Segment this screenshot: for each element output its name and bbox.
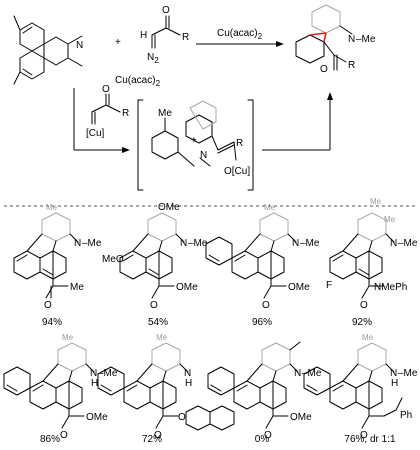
ex3-label-me: Me [264,203,276,212]
ex3-label-ome: OMe [288,282,310,293]
ex4-label-me: Me [370,197,382,206]
ex5-label-n: N [90,368,97,379]
plus-sign: + [115,37,121,48]
up-arrow-path [262,92,333,151]
example-5: Me N H –Me O OMe [3,333,118,441]
ex1-label-nme: –Me [82,238,102,249]
example-6: Me N H O O [97,333,235,441]
ex6-yield: 72% [142,434,162,445]
zwitterion-intermediate [151,100,237,167]
diazo-o-label: O [162,5,170,16]
acridine-n-label: N [76,40,83,51]
copper-carbene [91,93,121,125]
ex7-label-ome: OMe [290,412,312,423]
ex6-label-n: N [184,368,191,379]
ex2-label-meo: MeO [102,254,124,265]
ex7-label-n: N [294,368,301,379]
example-3: Me N –Me O OMe [205,203,320,311]
example-8: Me N H –Me O Ph [303,333,418,441]
ex2-label-n: N [180,238,187,249]
example-2: OMe MeO N –Me O OMe [102,202,208,311]
ex1-label-o: O [44,300,52,311]
product-general [295,4,353,71]
ex5-label-nme: –Me [98,368,118,379]
ex5-label-ome: OMe [86,412,108,423]
intermediate-me-label: Me [158,108,172,119]
product-o-label: O [320,64,328,75]
ex4-label-f: F [326,280,332,291]
ex5-label-me: Me [62,333,74,342]
down-arrow-path [73,88,130,153]
ex8-label-o: O [360,430,368,441]
product-nme-label: –Me [356,34,376,45]
ex3-yield: 96% [252,317,272,328]
ex6-label-h: H [185,378,192,389]
ex8-label-ph: Ph [400,410,412,421]
ex6-label-o: O [154,430,162,441]
ex7-label-nme: –Me [302,368,322,379]
product-n-label: N [348,34,355,45]
mid-catalyst-label: Cu(acac)2 [115,75,161,88]
ex2-yield: 54% [148,317,168,328]
carbene-cu-label: [Cu] [86,128,105,139]
ex4-yield: 92% [352,317,372,328]
starting-acridine [13,15,83,85]
ex7-label-o: O [264,430,272,441]
ex4-label-me2: Me [384,215,396,224]
ex1-label-me: Me [46,203,58,212]
intermediate-n-label: N [200,150,207,161]
ex2-label-ome: OMe [176,282,198,293]
carbene-r-label: R [122,108,129,119]
ex8-yield: 76%, dr 1:1 [344,434,396,445]
intermediate-ocu-label: O[Cu] [224,166,250,177]
ex4-label-n: N [390,238,397,249]
diazo-r-label: R [182,32,189,43]
top-arrow [196,41,284,47]
ex1-yield: 94% [42,317,62,328]
intermediate-plus-label: + [191,135,197,146]
ex3-label-o: O [262,300,270,311]
example-1: Me N –Me Me O [13,203,102,311]
ex1-label-n: N [74,238,81,249]
ex8-label-nme: –Me [398,368,418,379]
ex6-label-me: Me [156,333,168,342]
ex1-label-me2: Me [70,282,84,293]
intermediate-bracket [137,99,254,191]
diazo-reagent [151,15,181,49]
diazo-n2-label: N2 [147,52,159,65]
example-7: N –Me O OMe [207,341,322,441]
ex5-label-h: H [91,378,98,389]
carbene-o-label: O [102,84,110,95]
ex6-label-o2: O [178,412,186,423]
ex4-label-nme: –Me [398,238,418,249]
ex3-label-nme: –Me [300,238,320,249]
example-4: Me Me N –Me F NMePh O [326,197,418,311]
ex2-label-ome-top: OMe [158,202,180,213]
intermediate-r-label: R [236,138,243,149]
ex2-label-nme: –Me [188,238,208,249]
ex5-label-o: O [60,430,68,441]
ex8-label-n: N [390,368,397,379]
ex5-yield: 86% [40,434,60,445]
ex7-yield: 0% [255,434,270,445]
ex4-label-o: O [360,300,368,311]
ex2-label-o: O [150,300,158,311]
ex4-label-nmeph: NMePh [374,282,407,293]
top-catalyst-label: Cu(acac)2 [217,28,263,41]
ex8-label-me: Me [362,333,374,342]
ex3-label-n: N [292,238,299,249]
ex8-label-h: H [391,378,398,389]
diazo-h-label: H [140,30,147,41]
product-r-label: R [348,60,355,71]
